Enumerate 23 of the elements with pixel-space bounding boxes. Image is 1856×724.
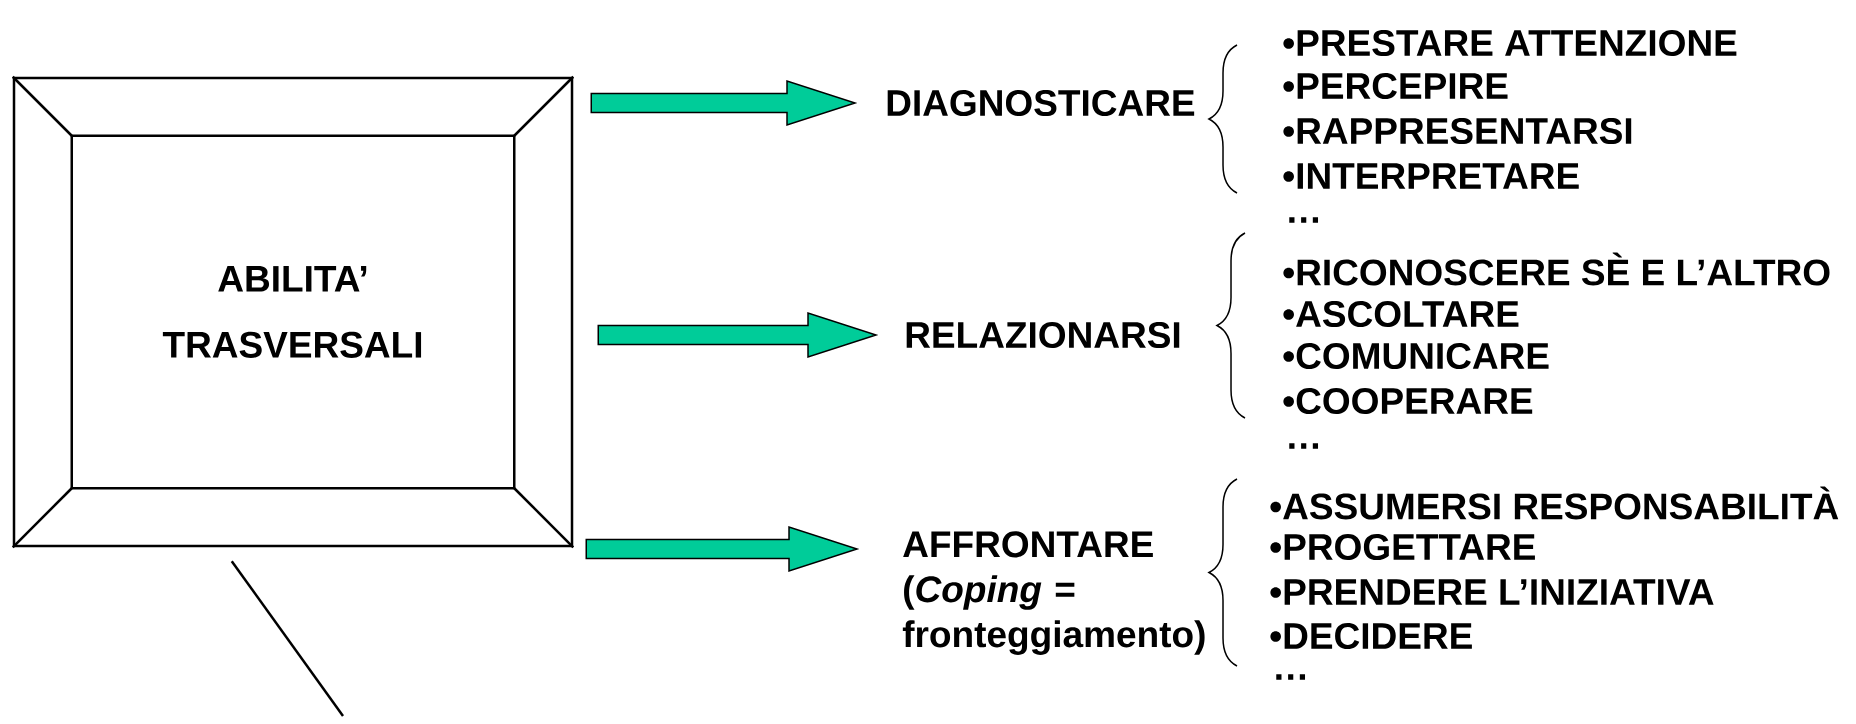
list-item: •PERCEPIRE [1283, 72, 1508, 100]
ellipsis: … [1289, 443, 1318, 449]
ellipsis: … [1276, 674, 1305, 680]
category-label: RELAZIONARSI [906, 321, 1180, 349]
block-arrow [585, 525, 860, 573]
list-item: •RICONOSCERE SÈ E L’ALTRO [1283, 252, 1830, 286]
line [230, 560, 345, 717]
block-arrow [597, 311, 879, 359]
list-item: •DECIDERE [1270, 622, 1472, 650]
list-item: •ASCOLTARE [1283, 300, 1519, 328]
block-arrow [590, 79, 858, 127]
list-item: •PRESTARE ATTENZIONE [1283, 29, 1737, 57]
category-label: AFFRONTARE (Coping = fronteggiamento) [902, 531, 1205, 655]
list-item: •PRENDERE L’INIZIATIVA [1270, 579, 1714, 605]
list-item: •INTERPRETARE [1283, 163, 1579, 189]
list-item: •ASSUMERSI RESPONSABILITÀ [1270, 486, 1839, 520]
ellipsis: … [1289, 217, 1318, 223]
list-item: •COOPERARE [1283, 387, 1533, 415]
beveled-box: ABILITA’ TRASVERSALI [11, 75, 575, 549]
list-item: •PROGETTARE [1270, 533, 1535, 561]
list-item: •RAPPRESENTARSI [1283, 117, 1632, 145]
category-label: DIAGNOSTICARE [887, 89, 1195, 117]
list-item: •COMUNICARE [1283, 342, 1549, 370]
